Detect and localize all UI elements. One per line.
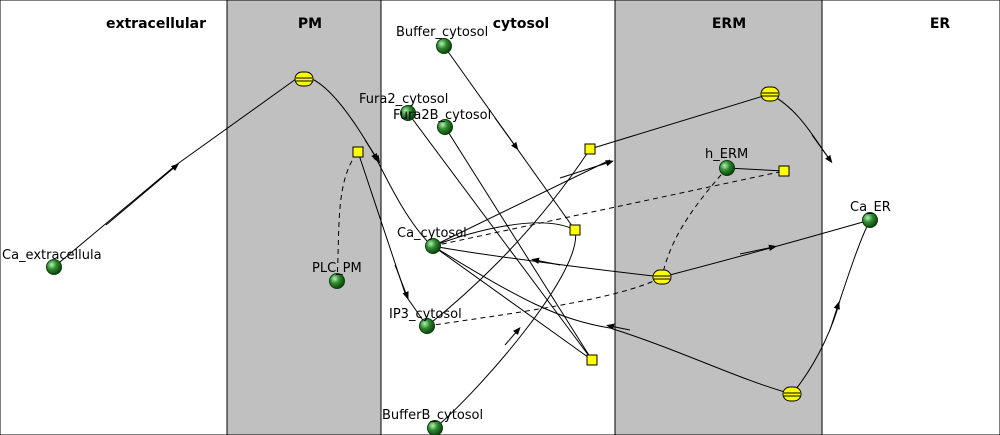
edge-buffer-arrow <box>494 117 519 151</box>
flux-erm-pump[interactable] <box>782 386 802 402</box>
compartment-pm[interactable] <box>226 0 382 435</box>
edge-ca-cyt-to-leak[interactable] <box>432 245 663 278</box>
flux-erm-serca[interactable] <box>760 86 780 102</box>
edge-influx-arrow-head <box>364 139 381 164</box>
compartment-title-extracellular: extracellular <box>106 16 206 32</box>
flux-nodes <box>294 71 802 402</box>
reaction-ip3r[interactable] <box>584 143 596 155</box>
edge-ca-to-buffer-rxn[interactable] <box>432 222 576 247</box>
species-ip3-cytosol[interactable]: IP3_cytosol <box>389 307 462 334</box>
compartment-erm[interactable] <box>614 0 823 435</box>
flux-erm-leak[interactable] <box>652 269 672 285</box>
species-label-ca-extracellular: Ca_extracellula <box>2 248 102 263</box>
edge-leak-arrow-back <box>531 257 561 266</box>
edge-herm-to-rxn[interactable] <box>726 167 788 174</box>
species-label-fura2-cytosol: Fura2_cytosol <box>359 92 448 107</box>
species-label-plc-pm: PLC_PM <box>312 261 362 276</box>
species-label-ip3-cytosol: IP3_cytosol <box>389 307 462 322</box>
edge-ca-to-fura-rxn[interactable] <box>432 245 593 361</box>
species-ca-extracellular[interactable]: Ca_extracellula <box>2 248 102 275</box>
edge-ip3r-arrow <box>559 160 614 179</box>
edge-fura2-to-rxn[interactable] <box>407 112 593 361</box>
species-nodes: Ca_extracellula PLC_PM Buffer_cytosol Fu… <box>2 25 891 435</box>
species-plc-pm[interactable]: PLC_PM <box>312 261 362 289</box>
species-label-ca-er: Ca_ER <box>850 200 891 215</box>
species-ca-cytosol[interactable]: Ca_cytosol <box>397 226 467 254</box>
edge-bufferb-arrow <box>504 326 521 346</box>
edge-buffer-rxn-to-bufferb[interactable] <box>434 229 577 429</box>
edge-influx-arrow <box>105 163 180 226</box>
compartment-title-erm: ERM <box>712 16 746 32</box>
reaction-herm[interactable] <box>778 165 790 177</box>
compartment-titles: extracellular PM cytosol ERM ER <box>106 16 950 32</box>
flux-pm-influx[interactable] <box>294 71 314 87</box>
reaction-fura2-binding[interactable] <box>586 354 598 366</box>
edge-leak-arrow <box>739 244 777 255</box>
reaction-buffer-binding[interactable] <box>569 224 581 236</box>
compartment-title-pm: PM <box>298 16 322 32</box>
edge-ca-cyt-to-ip3r[interactable] <box>432 159 611 247</box>
edges <box>53 45 871 429</box>
edge-plc-arrow <box>394 264 409 300</box>
reaction-plc[interactable] <box>352 146 364 158</box>
compartment-cytosol[interactable] <box>380 0 616 435</box>
edge-serca-arrow <box>811 134 833 164</box>
species-h-erm[interactable]: h_ERM <box>705 147 748 176</box>
species-label-fura2b-cytosol: Fura2B_cytosol <box>393 108 491 123</box>
edge-ip3r-to-serca[interactable] <box>589 93 771 150</box>
species-fura2b-cytosol[interactable]: Fura2B_cytosol <box>393 108 491 135</box>
edge-ip3-to-leak[interactable] <box>426 276 663 327</box>
edge-ca-cyt-to-herm-rxn[interactable] <box>432 170 785 247</box>
compartment-title-er: ER <box>930 16 951 32</box>
species-ca-er[interactable]: Ca_ER <box>850 200 891 228</box>
edge-serca2-arrow-head <box>829 301 840 331</box>
edge-serca2-to-ca-er[interactable] <box>791 219 871 395</box>
compartment-title-cytosol: cytosol <box>493 16 550 32</box>
edge-fura2b-to-rxn[interactable] <box>444 126 593 361</box>
species-label-ca-cytosol: Ca_cytosol <box>397 226 467 241</box>
species-fura2-cytosol[interactable]: Fura2_cytosol <box>359 92 448 121</box>
edge-plc-modifier[interactable] <box>336 151 359 282</box>
species-label-bufferb-cytosol: BufferB_cytosol <box>382 408 483 423</box>
species-label-h-erm: h_ERM <box>705 147 748 162</box>
reaction-nodes <box>352 143 790 366</box>
edge-ip3-to-ip3r[interactable] <box>426 148 591 327</box>
species-buffer-cytosol[interactable]: Buffer_cytosol <box>396 25 488 54</box>
compartment-er[interactable] <box>821 0 1000 435</box>
species-bufferb-cytosol[interactable]: BufferB_cytosol <box>382 408 483 435</box>
edge-serca2-arrow <box>606 323 631 331</box>
species-label-buffer-cytosol: Buffer_cytosol <box>396 25 488 40</box>
edge-leak-to-ca-er[interactable] <box>661 219 871 278</box>
